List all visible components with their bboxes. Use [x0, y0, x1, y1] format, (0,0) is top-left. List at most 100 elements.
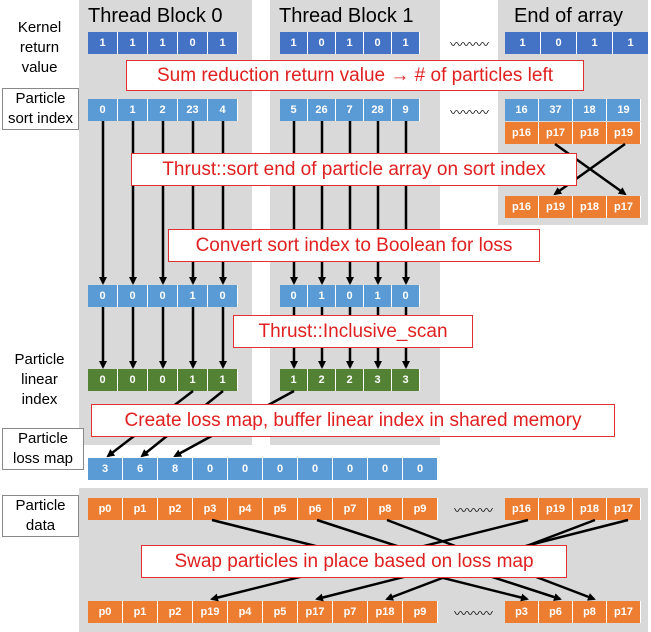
cell: 0: [118, 285, 148, 307]
cell: 0: [193, 458, 228, 480]
cell: 1: [308, 285, 336, 307]
cell: p5: [263, 498, 298, 520]
cell: 1: [364, 285, 392, 307]
cell: 0: [148, 369, 178, 391]
cell: p3: [193, 498, 228, 520]
cell: p16: [505, 498, 539, 520]
cell: 1: [613, 32, 649, 54]
cell: p7: [333, 601, 368, 623]
cell: 0: [208, 285, 238, 307]
cell: 2: [336, 369, 364, 391]
cell: p18: [368, 601, 403, 623]
cell: 1: [505, 32, 541, 54]
cell: 3: [364, 369, 392, 391]
cell: 1: [118, 99, 148, 121]
cell: 0: [148, 285, 178, 307]
cell: 0: [364, 32, 392, 54]
cell: p17: [607, 196, 641, 218]
cell: p8: [573, 601, 607, 623]
cell: 3: [392, 369, 420, 391]
cell: p0: [88, 601, 123, 623]
note-scan: Thrust::Inclusive_scan: [233, 315, 473, 348]
cell: 1: [178, 285, 208, 307]
cell: 0: [336, 285, 364, 307]
cell: 1: [280, 32, 308, 54]
note-swap: Swap particles in place based on loss ma…: [141, 545, 567, 578]
cell: p17: [298, 601, 333, 623]
cell: p17: [607, 601, 641, 623]
cell: p9: [403, 498, 438, 520]
cell: 28: [364, 99, 392, 121]
cell: 9: [392, 99, 420, 121]
cell: 37: [539, 99, 573, 121]
cell: 0: [308, 32, 336, 54]
cell: p6: [298, 498, 333, 520]
cell: 0: [88, 99, 118, 121]
zigzag-icon: 〰〰〰: [450, 105, 490, 120]
cell: p18: [573, 196, 607, 218]
label-particle-data: Particle data: [2, 495, 79, 537]
cell: 18: [573, 99, 607, 121]
note-sum-reduction: Sum reduction return value → # of partic…: [126, 60, 584, 91]
cell: 0: [88, 285, 118, 307]
cell: 6: [123, 458, 158, 480]
cell: 0: [88, 369, 118, 391]
zigzag-icon: 〰〰〰: [454, 503, 494, 518]
cell: 1: [280, 369, 308, 391]
cell: p1: [123, 601, 158, 623]
cell: p4: [228, 601, 263, 623]
cell: 26: [308, 99, 336, 121]
header-block1: Thread Block 1: [279, 5, 414, 27]
label-particle-linear-index: Particle linear index: [14, 351, 65, 408]
cell: 1: [118, 32, 148, 54]
cell: 16: [505, 99, 539, 121]
cell: p18: [573, 122, 607, 144]
cell: 0: [280, 285, 308, 307]
cell: 0: [178, 32, 208, 54]
cell: p17: [539, 122, 573, 144]
cell: p19: [193, 601, 228, 623]
cell: 7: [336, 99, 364, 121]
cell: 19: [607, 99, 641, 121]
zigzag-icon: 〰〰〰: [454, 606, 494, 621]
cell: p2: [158, 498, 193, 520]
cell: 1: [88, 32, 118, 54]
cell: p1: [123, 498, 158, 520]
cell: 1: [178, 369, 208, 391]
cell: p19: [539, 196, 573, 218]
cell: 0: [333, 458, 368, 480]
cell: p9: [403, 601, 438, 623]
cell: 1: [577, 32, 613, 54]
cell: p19: [539, 498, 573, 520]
cell: 5: [280, 99, 308, 121]
cell: p6: [539, 601, 573, 623]
cell: 0: [541, 32, 577, 54]
cell: 2: [308, 369, 336, 391]
cell: p17: [607, 498, 641, 520]
cell: p18: [573, 498, 607, 520]
cell: 4: [208, 99, 238, 121]
cell: 0: [263, 458, 298, 480]
header-end: End of array: [514, 5, 623, 27]
label-particle-sort-index: Particle sort index: [2, 88, 79, 130]
cell: p16: [505, 196, 539, 218]
note-convert: Convert sort index to Boolean for loss: [168, 229, 540, 262]
cell: 0: [118, 369, 148, 391]
cell: 0: [228, 458, 263, 480]
cell: p7: [333, 498, 368, 520]
cell: p2: [158, 601, 193, 623]
cell: 8: [158, 458, 193, 480]
cell: 1: [392, 32, 420, 54]
cell: p4: [228, 498, 263, 520]
cell: 1: [208, 369, 238, 391]
